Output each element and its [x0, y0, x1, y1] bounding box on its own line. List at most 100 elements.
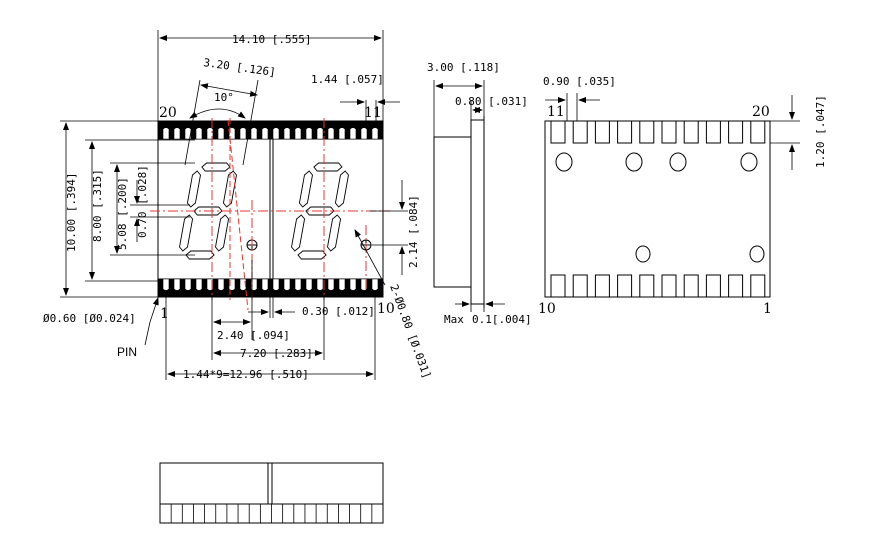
segment [201, 162, 231, 172]
pad-depth-label: 1.20 [.047] [814, 95, 827, 168]
pad [683, 274, 699, 297]
pad [572, 121, 588, 144]
pin-notch [360, 127, 368, 140]
pin-notch [349, 127, 357, 140]
pin-notch [239, 127, 247, 140]
pad [617, 121, 633, 144]
pin-notch [272, 127, 280, 140]
segment [313, 162, 343, 172]
dim-7-20-label: 7.20 [.283] [240, 347, 313, 360]
segment [291, 214, 306, 252]
pin-notch [327, 127, 335, 140]
pin-diameter-label: Ø0.60 [Ø0.024] [43, 312, 136, 325]
segment [179, 214, 194, 252]
dim-0-30-label: 0.30 [.012] [302, 305, 375, 318]
pin-notch [294, 127, 302, 140]
pin-notch [371, 127, 379, 140]
pin-notch [338, 127, 346, 140]
pin-notch [261, 127, 269, 140]
pin-bar [157, 120, 384, 140]
digit-1-segments [179, 162, 237, 260]
segment [298, 170, 313, 208]
pin-notch [173, 127, 181, 140]
pin-label-11: 11 [364, 105, 382, 121]
segment [222, 170, 237, 208]
bottom-pin-ticks [159, 504, 384, 523]
segment [297, 250, 327, 260]
dot-diameter-label: 2-Ø0.80 [Ø.031] [387, 283, 433, 381]
overall-height-label: 10.00 [.394] [65, 173, 78, 252]
back-hole-5 [635, 245, 651, 263]
pin-label-20: 20 [159, 105, 177, 121]
pin-notch [283, 278, 291, 291]
dim-2-40-label: 2.40 [.094] [217, 329, 290, 342]
back-hole-1 [555, 152, 573, 172]
standoff-max-label: Max [444, 313, 464, 326]
segment [186, 170, 201, 208]
pin-notch [349, 278, 357, 291]
pin-bar [157, 278, 384, 298]
pad [661, 121, 677, 144]
pad [728, 121, 744, 144]
pin-notch [195, 127, 203, 140]
back-hole-3 [669, 152, 687, 172]
back-dimension-lines [545, 93, 800, 170]
pad-width-label: 0.90 [.035] [543, 75, 616, 88]
pad [550, 274, 566, 297]
dot-offset-label: 2.14 [.084] [407, 195, 420, 268]
side-dimension-lines [433, 80, 505, 312]
pin-label-10: 10 [377, 301, 395, 317]
bottom-view [159, 462, 384, 524]
bottom-pin-row [157, 278, 384, 298]
pin-pitch-label: 1.44 [.057] [311, 73, 384, 86]
pad [750, 121, 766, 144]
plate-thickness-label: 0.80 [.031] [455, 95, 528, 108]
pin-notch [217, 278, 225, 291]
side-view [433, 116, 485, 308]
pin-label-1: 1 [160, 306, 169, 322]
back-hole-2 [625, 152, 643, 172]
standoff-value-label: 0.1[.004] [472, 313, 532, 326]
pin-notch [184, 278, 192, 291]
pin-notch [239, 278, 247, 291]
segment [215, 214, 230, 252]
pin-notch [162, 278, 170, 291]
back-view [544, 120, 771, 298]
side-view-labels: 3.00 [.118] 0.80 [.031] Max 0.1[.004] [427, 61, 532, 326]
front-dimension-lines [60, 30, 408, 380]
back-label-20: 20 [752, 104, 770, 120]
back-bottom-pads [550, 274, 766, 297]
back-view-labels: 0.90 [.035] 1.20 [.047] 11 20 10 1 [538, 75, 827, 317]
pad [661, 274, 677, 297]
pin-notch [195, 278, 203, 291]
pin-notch [173, 278, 181, 291]
pad [617, 274, 633, 297]
back-hole-4 [740, 152, 758, 172]
pin-notch [250, 127, 258, 140]
pin-notch [305, 278, 313, 291]
pad [639, 121, 655, 144]
pin-notch [272, 278, 280, 291]
segment [334, 170, 349, 208]
pad [594, 121, 610, 144]
pad [639, 274, 655, 297]
overall-width-label: 14.10 [.555] [232, 33, 311, 46]
pad [572, 274, 588, 297]
segment-width-label: 3.20 [.126] [203, 56, 277, 79]
overall-depth-label: 3.00 [.118] [427, 61, 500, 74]
segment [327, 214, 342, 252]
pad [728, 274, 744, 297]
center-lines [150, 118, 390, 311]
pin-notch [371, 278, 379, 291]
back-top-pads [550, 121, 766, 144]
pin-text: PIN [117, 345, 137, 359]
top-pin-row [157, 120, 384, 140]
back-label-1: 1 [763, 301, 772, 317]
back-label-11: 11 [547, 104, 565, 120]
front-view [157, 120, 384, 298]
back-hole-6 [749, 245, 765, 263]
pad [683, 121, 699, 144]
pad [594, 274, 610, 297]
pin-notch [316, 127, 324, 140]
